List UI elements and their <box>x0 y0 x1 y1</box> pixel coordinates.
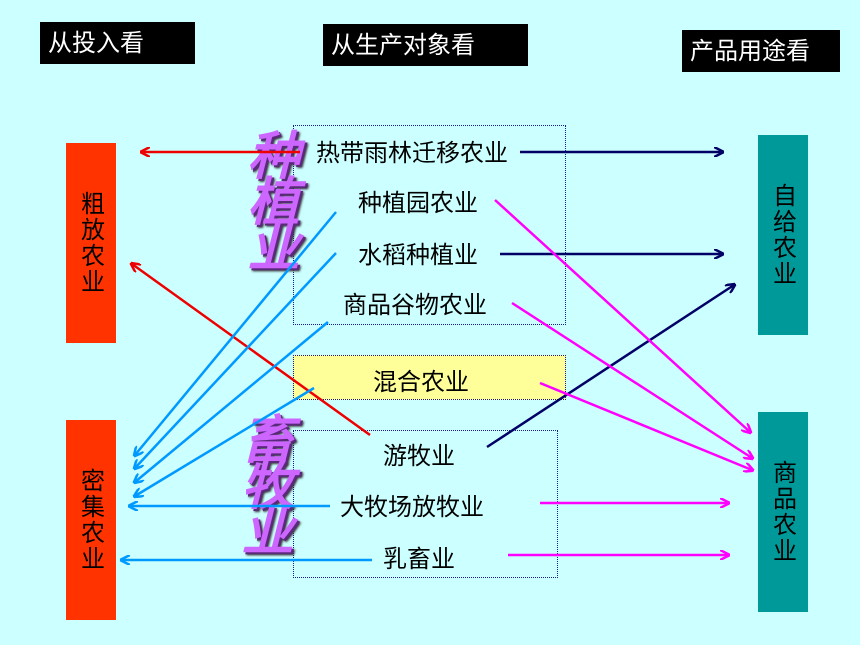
item-mixed-farming: 混合农业 <box>373 368 469 396</box>
arrow-nomadic-to-extensive <box>132 264 371 437</box>
extensive-agriculture-box: 粗放农业 <box>66 143 116 343</box>
commercial-agriculture-box: 商品农业 <box>758 412 808 612</box>
item-dairy: 乳畜业 <box>383 545 455 573</box>
arrow-mixed-to-commercial <box>539 381 752 470</box>
header-object: 从生产对象看 <box>323 24 528 66</box>
item-rainforest-shifting: 热带雨林迁移农业 <box>316 139 508 167</box>
item-nomadic-herding: 游牧业 <box>383 442 455 470</box>
intensive-agriculture-box: 密集农业 <box>66 420 116 620</box>
arrow-plantation-to-intensive <box>135 211 337 455</box>
header-input: 从投入看 <box>40 22 195 64</box>
header-use: 产品用途看 <box>682 30 840 72</box>
arrow-grain-to-intensive <box>135 321 329 482</box>
arrow-plantation-to-commercial <box>494 199 750 432</box>
arrow-mixed-to-intensive <box>135 386 315 496</box>
arrow-grain-to-commercial <box>511 301 752 458</box>
self-sufficient-agriculture-box: 自给农业 <box>758 135 808 335</box>
arrow-rice-to-intensive <box>135 252 337 468</box>
item-ranching: 大牧场放牧业 <box>340 493 484 521</box>
livestock-group-label: 畜牧业 <box>232 412 292 550</box>
item-rice: 水稻种植业 <box>358 241 478 269</box>
item-plantation: 种植园农业 <box>358 189 478 217</box>
mixed-farming-box <box>293 355 566 400</box>
item-commercial-grain: 商品谷物农业 <box>343 291 487 319</box>
planting-group-box <box>293 125 566 325</box>
